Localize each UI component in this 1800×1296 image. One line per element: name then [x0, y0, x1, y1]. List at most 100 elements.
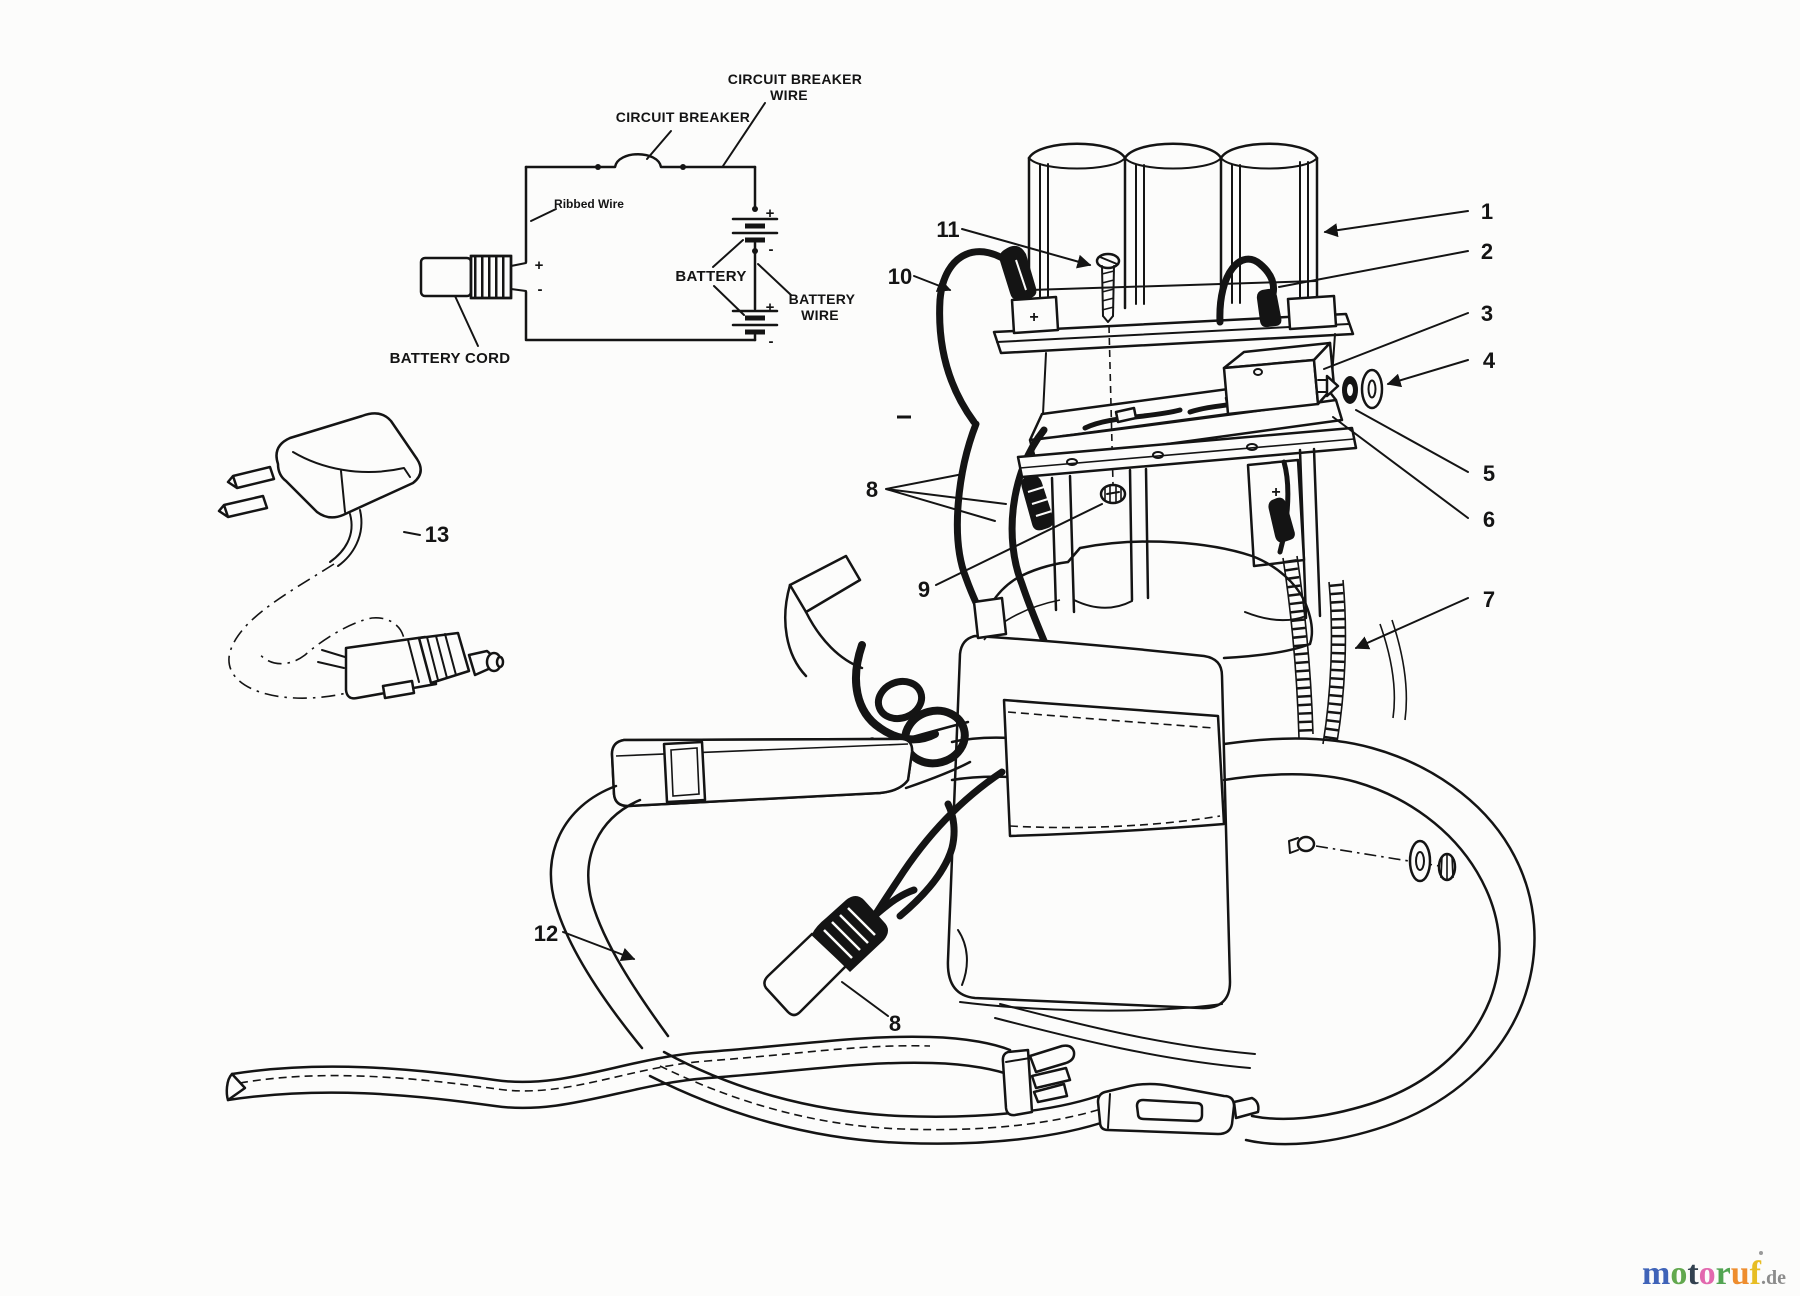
leader-2: [1278, 250, 1469, 288]
leader-8: [885, 473, 1007, 522]
bag-pocket: [1002, 698, 1226, 838]
connector-ribbed-end: [812, 896, 888, 972]
bag-collar: [976, 540, 1314, 660]
leader-11: [961, 228, 1092, 269]
plus-sign: +: [535, 257, 544, 274]
circuit-schematic: CIRCUIT BREAKER WIRE CIRCUIT BREAKER Rib…: [390, 71, 862, 367]
logo-suffix: .de: [1761, 1267, 1786, 1289]
cell-top-rims: [1028, 157, 1318, 170]
callout-11: 11: [936, 217, 959, 242]
battery-pack-lower: +: [1050, 447, 1322, 622]
minus-sign: -: [769, 241, 774, 258]
bag-stud-and-washers: [1288, 835, 1457, 883]
label-ribbed-wire: Ribbed Wire: [554, 197, 624, 211]
leader-8b: [841, 981, 889, 1017]
junction-dot: [680, 164, 686, 170]
battery-wire-10: [936, 248, 1018, 426]
lower-strap-top-edge: [662, 1050, 1100, 1118]
leader-battery-cord: [454, 295, 479, 347]
connector-ribs: [1027, 486, 1053, 517]
lower-strap-bottom-edge: [648, 1074, 1112, 1145]
power-connector: [763, 768, 1006, 1017]
pocket-stitching: [1007, 711, 1221, 829]
leader-battery-wire: [757, 263, 792, 296]
callout-3: 3: [1481, 301, 1493, 326]
lower-plate: [1016, 426, 1358, 479]
washer-hole: [1367, 379, 1377, 399]
junction-dot: [752, 206, 758, 212]
connector-highlight: [1015, 259, 1027, 291]
schematic-left-bottom-wire: [524, 165, 757, 342]
label-battery-wire-1: BATTERY: [789, 291, 856, 307]
label-battery-wire-2: WIRE: [801, 307, 839, 323]
callouts: 1 2 3 4 5 6 7 8 9 10 11 12 13 8: [425, 199, 1496, 1036]
trademark-dot: [1759, 1251, 1763, 1255]
callout-8: 8: [866, 477, 878, 502]
schematic-top-wire: [524, 153, 757, 169]
label-battery: BATTERY: [675, 268, 746, 285]
strap-stitching: [659, 1065, 1105, 1131]
knurled-nut-9: [1099, 483, 1127, 505]
charger-prong: [217, 494, 269, 519]
callout-4: 4: [1483, 348, 1496, 373]
junction-dot: [595, 164, 601, 170]
callout-6: 6: [1483, 507, 1495, 532]
adapter-lead-wires: [317, 649, 346, 669]
carrying-bag: [946, 540, 1536, 1146]
strap-loop-outer: [1222, 737, 1536, 1146]
battery-pack-upper: +: [936, 142, 1355, 485]
bag-bottom-strap: [994, 1003, 1256, 1069]
callout-13: 13: [425, 522, 449, 547]
callout-12: 12: [534, 921, 558, 946]
leader-circuit-breaker: [646, 130, 672, 160]
bolt-hole: [1066, 458, 1078, 466]
charger-body: [275, 412, 422, 519]
leader-3: [1323, 312, 1469, 370]
leader-circuit-breaker-wire: [722, 102, 766, 167]
waist-belt-pad: [610, 736, 914, 808]
leader-13: [403, 531, 421, 536]
wire-connector-plug: [1256, 288, 1282, 328]
leader-7: [1354, 597, 1469, 650]
bag-wrinkles: [957, 929, 1223, 1012]
bolt-hole: [1152, 451, 1164, 459]
long-strap-top-edge: [230, 1035, 1012, 1084]
buckle-female: [1096, 1082, 1260, 1136]
strap-end-tip: [225, 1072, 247, 1102]
label-circuit-breaker: CIRCUIT BREAKER: [616, 109, 750, 125]
positive-terminal-block: [1010, 295, 1060, 335]
d-ring: [874, 677, 926, 723]
label-circuit-breaker-wire-1: CIRCUIT BREAKER: [728, 71, 862, 87]
strap-stitching: [239, 1044, 931, 1092]
bolt-hole: [1246, 443, 1258, 451]
callout-5: 5: [1483, 461, 1495, 486]
shoulder-hardware: [549, 554, 1008, 1050]
switch-tray-assembly: +: [1016, 333, 1384, 622]
callout-7: 7: [1483, 587, 1495, 612]
black-hook: [852, 641, 939, 744]
charger-body-lines: [292, 451, 411, 513]
motoruf-logo-text: motoruf.de: [1642, 1255, 1786, 1292]
connector-ribs: [823, 907, 876, 959]
battery-charger: [217, 412, 505, 700]
plus-sign: +: [766, 299, 775, 316]
cell-tops: [1027, 142, 1319, 160]
strap-loop-inner: [1222, 773, 1501, 1121]
minus-sign: -: [538, 281, 543, 298]
cell-edges: [1027, 156, 1319, 312]
leader-12: [562, 931, 636, 962]
plus-sign: +: [1029, 309, 1038, 326]
plus-sign: +: [766, 205, 775, 222]
callout-9: 9: [918, 577, 930, 602]
small-buckle: [972, 596, 1008, 640]
callout-1: 1: [1481, 199, 1493, 224]
long-strap-bottom-edge: [226, 1061, 1015, 1110]
leader-4: [1386, 359, 1469, 388]
callout-8-bottom: 8: [889, 1011, 901, 1036]
strap-tab: [788, 554, 862, 614]
boot-hole: [1347, 384, 1353, 396]
wire-connector-plug: [999, 245, 1037, 301]
